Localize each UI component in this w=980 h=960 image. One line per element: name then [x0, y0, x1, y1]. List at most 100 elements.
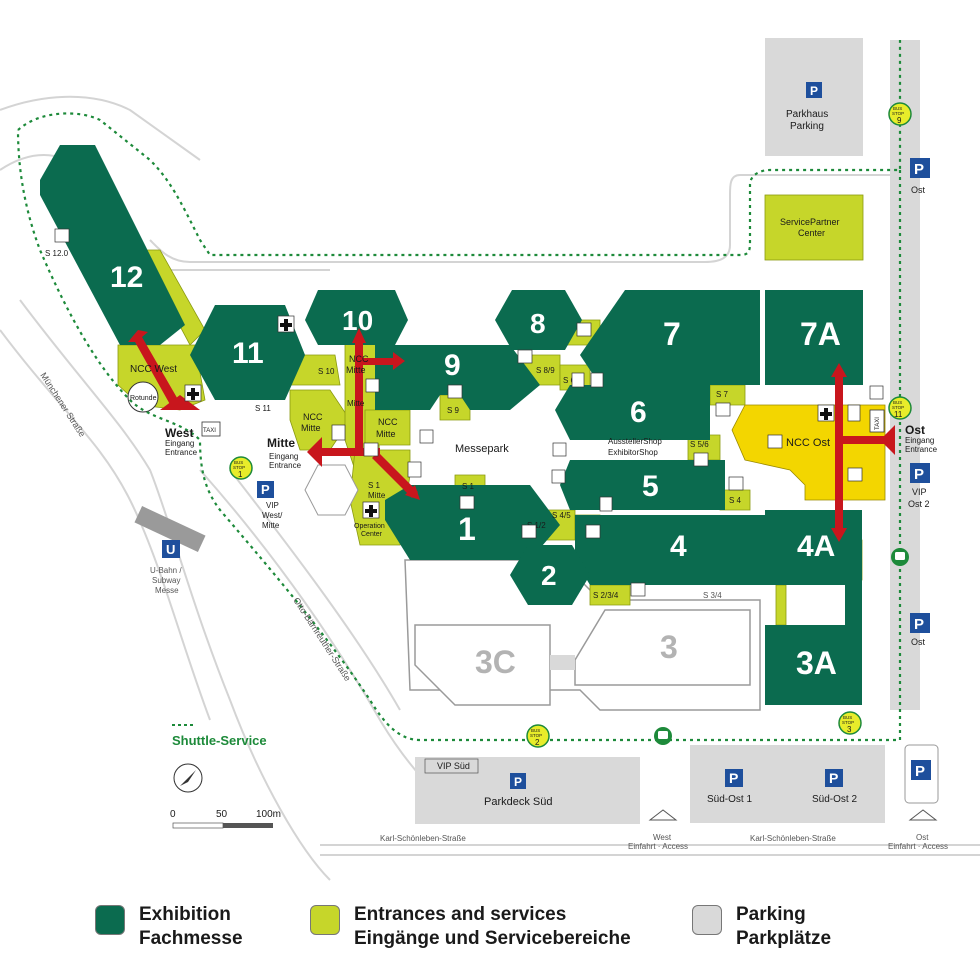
legend-swatch-services	[310, 905, 340, 935]
legend-services-line1: Entrances and services	[354, 904, 567, 925]
connector-3c-3	[550, 655, 575, 670]
svg-text:BUS: BUS	[893, 106, 902, 111]
entrance-west-name: West	[165, 426, 193, 440]
mitte-hexagon	[304, 464, 359, 516]
parking-icon-sued-ost-1: P	[725, 769, 743, 787]
grill-icon-8	[576, 322, 592, 337]
cafe-icon-4-5	[585, 524, 601, 539]
cafe-icon-2-3-4	[630, 582, 646, 597]
svg-text:2: 2	[535, 738, 540, 747]
legend-parking-line2: Parkplätze	[736, 928, 832, 949]
ncc-mitte-label-5: NCC	[349, 354, 369, 364]
bus-stop-3[interactable]: BUS STOP 3	[838, 711, 862, 735]
svg-text:U: U	[166, 542, 175, 557]
bus-stop-1[interactable]: BUS STOP 1	[229, 456, 253, 480]
hall-5-label: 5	[642, 470, 659, 503]
stop-s4: S 4	[729, 496, 742, 505]
hall-9-label: 9	[444, 349, 461, 382]
svg-text:BUS: BUS	[234, 460, 243, 465]
ncc-mitte-label-2: Mitte	[301, 423, 321, 433]
first-aid-icon-ost	[817, 404, 835, 422]
road-muenchener: Münchener Straße	[38, 371, 87, 439]
ost-parking-label-2: Ost	[911, 637, 926, 647]
hall-2-label: 2	[541, 560, 557, 591]
arrow-west-up	[128, 330, 180, 408]
svg-text:P: P	[914, 466, 924, 483]
hall-2-shape	[510, 545, 590, 605]
arrow-mitte-diag	[372, 452, 418, 498]
arrow-ost-down-head	[831, 528, 847, 542]
toilet-icon-mitte	[407, 461, 422, 478]
svg-text:BUS: BUS	[531, 728, 540, 733]
messepark-label: Messepark	[455, 443, 509, 455]
first-aid-icon-operation	[362, 501, 380, 519]
ncc-west-label: NCC West	[130, 364, 177, 375]
hall-10-label: 10	[342, 305, 373, 336]
arrow-mitte-up	[355, 340, 363, 452]
cafe-icon-9	[447, 384, 463, 399]
road-karl-right: Karl-Schönleben-Straße	[750, 834, 836, 843]
east-road	[890, 40, 920, 710]
legend-text-exhibition: Exhibition Fachmesse	[139, 903, 243, 951]
cafe-icon-8-9	[517, 349, 533, 364]
dog-icon-ost	[869, 385, 884, 400]
hall-6-label: 6	[630, 396, 647, 429]
hall-11-label: 11	[232, 337, 264, 370]
legend-text-services: Entrances and services Eingänge und Serv…	[354, 903, 631, 951]
scale-50: 50	[216, 809, 228, 820]
first-aid-icon-hall11	[277, 315, 295, 333]
exhibitorshop-label: ExhibitorShop	[608, 448, 658, 457]
arrow-ost-bar	[835, 436, 885, 444]
bus-stop-11[interactable]: BUS STOP 11	[888, 396, 912, 420]
svg-text:P: P	[261, 482, 270, 497]
bus-stop-9[interactable]: BUS STOP 9	[888, 102, 912, 126]
legend-parking: Parking Parkplätze	[692, 903, 831, 951]
ncc-mitte-label-1: NCC	[303, 412, 323, 422]
svg-text:1: 1	[238, 470, 243, 479]
parking-icon-vip-ost: P	[910, 463, 930, 483]
legend-services-line2: Eingänge und Servicebereiche	[354, 928, 631, 949]
bus-stop-2[interactable]: BUS STOP 2	[526, 724, 550, 748]
cafe-icon-ost	[847, 467, 863, 482]
ncc-ost-area	[731, 404, 886, 501]
svg-text:P: P	[829, 770, 838, 786]
cafe-icon-5-6	[693, 452, 709, 467]
hall-3-shape	[574, 609, 751, 686]
stop-s1: S 1	[462, 482, 475, 491]
hall-12-shape	[40, 145, 185, 345]
hall-3c-shape	[414, 624, 551, 706]
arrow-mitte-diag-head	[405, 485, 420, 500]
servicepartner-label-2: Center	[798, 228, 825, 238]
cafe-icon-7	[715, 402, 731, 417]
parking-areas	[415, 38, 939, 824]
parking-icon-sued-ost-2: P	[825, 769, 843, 787]
entrance-ost-line2: Entrance	[905, 445, 938, 454]
ubahn-icon: U	[162, 540, 180, 558]
entrance-west-line1: Eingang	[165, 439, 194, 448]
cafe-icon-mitte	[363, 442, 379, 457]
rotunde-label: Rotunde	[130, 395, 157, 402]
arrow-mitte-head	[307, 437, 322, 467]
compass-icon	[173, 763, 203, 793]
road-otto: Otto-Bärnreuther-Straße	[291, 596, 353, 683]
svg-text:BUS: BUS	[843, 715, 852, 720]
hall-4-label: 4	[670, 530, 687, 563]
svg-text:STOP: STOP	[842, 720, 854, 725]
access-ost-icon	[908, 809, 938, 821]
cafe-icon-1	[459, 495, 475, 510]
parking-icon-parkdeck: P	[510, 773, 526, 789]
hall-12-label: 12	[110, 261, 143, 294]
vip-sued-label: VIP Süd	[437, 761, 470, 771]
entrance-ost-line1: Eingang	[905, 436, 934, 445]
svg-text:BUS: BUS	[893, 400, 902, 405]
scale-100: 100m	[256, 809, 281, 820]
stop-s9: S 9	[447, 406, 460, 415]
restaurant-icon-ost	[847, 404, 861, 422]
hall-3a-shape	[765, 625, 862, 705]
svg-text:STOP: STOP	[892, 405, 904, 410]
ncc-mitte-label-6: Mitte	[346, 365, 366, 375]
svg-text:STOP: STOP	[530, 733, 542, 738]
arrow-mitte-bar	[320, 448, 380, 456]
map-legend: Exhibition Fachmesse Entrances and servi…	[0, 895, 980, 955]
vip-west-label-2: West/	[262, 511, 283, 520]
